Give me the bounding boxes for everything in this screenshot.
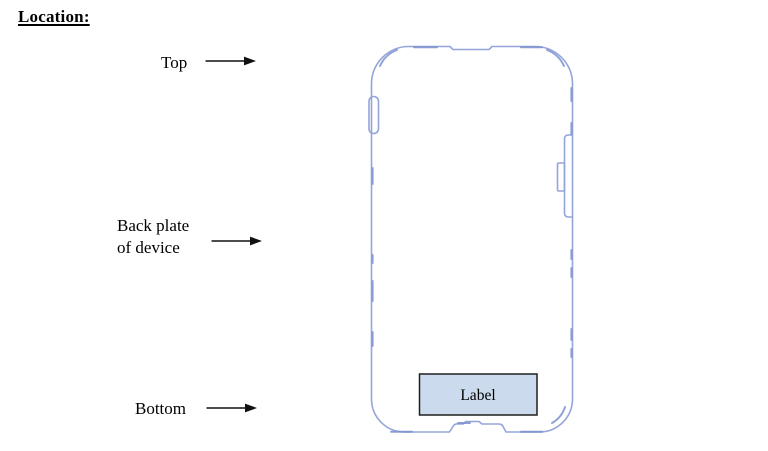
corner-seam-top-left	[379, 49, 398, 67]
arrow-right-icon	[205, 56, 256, 66]
callout-back-plate-line1: Back plate	[117, 216, 190, 235]
callout-top-label: Top	[161, 53, 188, 72]
callout-bottom-label: Bottom	[135, 399, 187, 418]
corner-seam-top-right	[546, 49, 565, 67]
corner-seam-bottom-right	[551, 406, 566, 424]
label-text: Label	[460, 387, 495, 404]
volume-button	[368, 95, 380, 135]
device-outline	[370, 45, 574, 433]
callout-back-plate-label: Back plate of device	[117, 215, 189, 259]
device-back-diagram: Label	[368, 45, 574, 433]
callout-back-plate-line2: of device	[117, 238, 180, 257]
power-button-key	[556, 162, 566, 192]
arrow-right-icon	[211, 236, 262, 246]
page-title: Location:	[18, 7, 90, 26]
arrow-right-icon	[206, 403, 257, 413]
label-box	[418, 373, 538, 416]
power-button	[563, 134, 574, 218]
